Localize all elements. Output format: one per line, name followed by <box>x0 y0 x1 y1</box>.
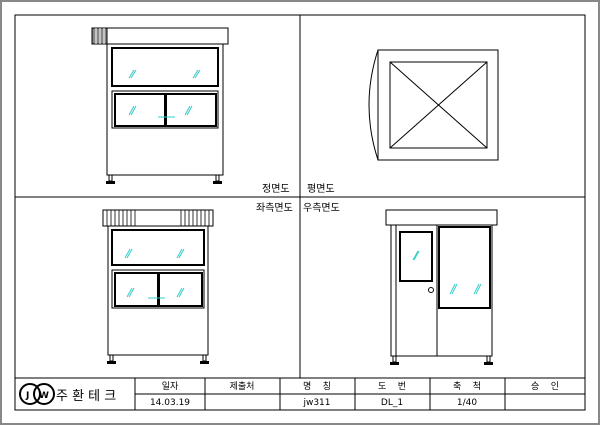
plan-view <box>368 49 499 161</box>
svg-text:W: W <box>39 391 49 401</box>
value-scale: 1/40 <box>457 398 477 408</box>
header-name: 명 칭 <box>303 381 331 392</box>
header-submitted-to: 제출처 <box>230 380 255 392</box>
header-date: 일자 <box>162 381 179 392</box>
header-drawing-no: 도 번 <box>378 381 406 392</box>
value-date: 14.03.19 <box>150 398 190 408</box>
right-side-view-label: 우측면도 <box>303 202 340 214</box>
right-side-view <box>385 209 498 365</box>
company-name: 주 환 테 크 <box>56 389 116 404</box>
company-logo: J W <box>19 383 55 405</box>
left-side-view-label: 좌측면도 <box>256 202 293 214</box>
left-side-view <box>102 209 214 364</box>
svg-text:J: J <box>25 391 29 401</box>
title-block: J W 주 환 테 크 일자 제출처 명 칭 도 번 축 척 승 인 14.03… <box>15 377 585 410</box>
header-approval: 승 인 <box>531 381 559 392</box>
header-scale: 축 척 <box>453 381 481 392</box>
plan-view-label: 평면도 <box>307 183 335 195</box>
front-view <box>91 27 229 184</box>
front-view-label: 정면도 <box>262 183 290 195</box>
value-name: jw311 <box>302 398 330 408</box>
value-drawing-no: DL_1 <box>381 398 403 408</box>
